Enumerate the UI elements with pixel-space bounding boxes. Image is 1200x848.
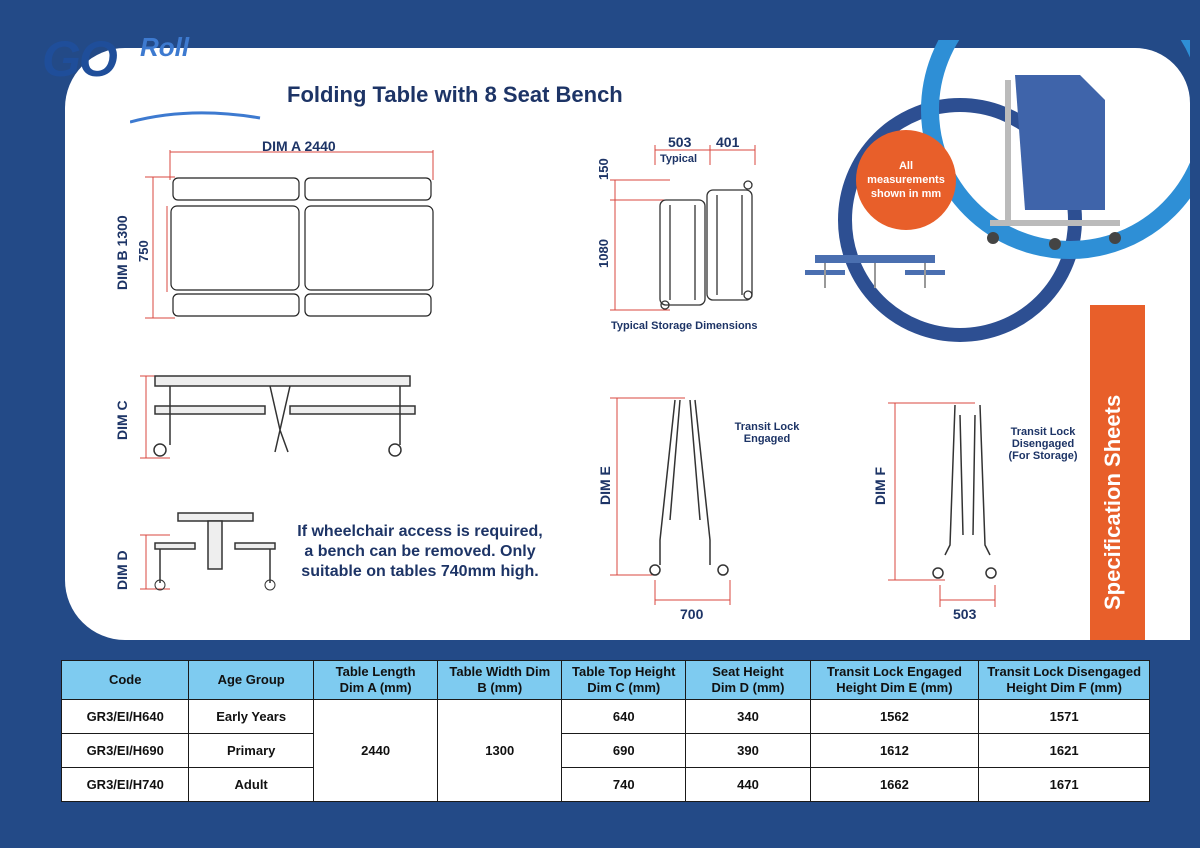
- cell-dim-c: 690: [561, 733, 687, 768]
- table-row: GR3/EI/H690 Primary 690 390 1612 1621: [60, 733, 1150, 768]
- cell-table-width: 1300: [437, 699, 563, 802]
- badge-line-1: All: [898, 160, 914, 172]
- cell-dim-d: 440: [685, 767, 811, 802]
- transit-lock-engaged-drawing: [610, 397, 731, 605]
- storage-width-401: 401: [716, 134, 740, 150]
- side-view-drawing: [140, 375, 416, 459]
- logo-swoosh-icon: [130, 111, 261, 124]
- storage-width-503: 503: [668, 134, 692, 150]
- end-view-drawing: [140, 512, 276, 591]
- engaged-line-2: Engaged: [743, 433, 791, 445]
- dim-c-label: DIM C: [114, 400, 130, 440]
- cell-dim-f: 1571: [978, 699, 1150, 734]
- cell-code: GR3/EI/H740: [60, 767, 190, 802]
- table-row: GR3/EI/H740 Adult 740 440 1662 1671: [60, 767, 1150, 802]
- table-row: GR3/EI/H640 Early Years 2440 1300 640 34…: [60, 699, 1150, 802]
- cell-age-group: Adult: [188, 767, 314, 802]
- cell-code: GR3/EI/H690: [60, 733, 190, 768]
- badge-line-3: shown in mm: [870, 188, 942, 200]
- cell-code: GR3/EI/H640: [60, 699, 190, 734]
- wheelchair-note-line-2: a bench can be removed. Only: [304, 543, 536, 560]
- storage-view-drawing: [610, 145, 756, 311]
- header-age-group: Age Group: [188, 660, 314, 700]
- cell-dim-f: 1671: [978, 767, 1150, 802]
- logo-go: GO: [42, 31, 118, 87]
- dim-b-label: DIM B 1300: [114, 215, 130, 290]
- cell-dim-e: 1562: [809, 699, 980, 734]
- cell-table-length: 2440: [312, 699, 439, 802]
- cell-dim-c: 640: [561, 699, 687, 734]
- cell-dim-f: 1621: [978, 733, 1150, 768]
- dim-e-label: DIM E: [597, 466, 613, 505]
- disengaged-line-2: Disengaged: [1011, 438, 1075, 450]
- dim-f-label: DIM F: [872, 466, 888, 505]
- disengaged-caption: Transit Lock Disengaged (For Storage): [1003, 426, 1083, 462]
- typical-label: Typical: [660, 153, 698, 165]
- cell-dim-e: 1662: [809, 767, 980, 802]
- folded-table-image: [987, 75, 1121, 250]
- engaged-width: 700: [680, 606, 704, 622]
- dim-d-label: DIM D: [114, 550, 130, 590]
- disengaged-width: 503: [953, 606, 977, 622]
- engaged-caption: Transit Lock Engaged: [732, 421, 802, 445]
- page-title: Folding Table with 8 Seat Bench: [287, 82, 623, 107]
- wheelchair-note-line-3: suitable on tables 740mm high.: [301, 563, 539, 580]
- specification-sheets-label: Specification Sheets: [1100, 394, 1125, 610]
- wheelchair-note-line-1: If wheelchair access is required,: [297, 523, 543, 540]
- wheelchair-note: If wheelchair access is required, a benc…: [290, 522, 550, 582]
- disengaged-line-3: (For Storage): [1008, 450, 1078, 462]
- dim-a-label: DIM A 2440: [262, 138, 336, 154]
- storage-height-150: 150: [596, 158, 611, 180]
- specification-sheets-tab: [1090, 305, 1145, 640]
- engaged-line-1: Transit Lock: [734, 421, 800, 433]
- storage-height-1080: 1080: [596, 239, 611, 268]
- logo-roll: Roll: [140, 32, 190, 62]
- cell-dim-c: 740: [561, 767, 687, 802]
- storage-caption: Typical Storage Dimensions: [611, 320, 758, 332]
- header-code: Code: [60, 660, 190, 700]
- cell-dim-d: 340: [685, 699, 811, 734]
- cell-age-group: Early Years: [188, 699, 314, 734]
- cell-age-group: Primary: [188, 733, 314, 768]
- plan-view-drawing: [145, 150, 434, 319]
- disengaged-line-1: Transit Lock: [1010, 426, 1076, 438]
- cell-dim-e: 1612: [809, 733, 980, 768]
- badge-line-2: measurements: [867, 174, 945, 186]
- measurements-badge: All measurements shown in mm: [856, 130, 956, 230]
- transit-lock-disengaged-drawing: [888, 402, 997, 607]
- cell-dim-d: 390: [685, 733, 811, 768]
- spec-sheet-panel: [65, 48, 1190, 640]
- inner-width-label: 750: [136, 240, 151, 262]
- open-table-image: [805, 255, 945, 288]
